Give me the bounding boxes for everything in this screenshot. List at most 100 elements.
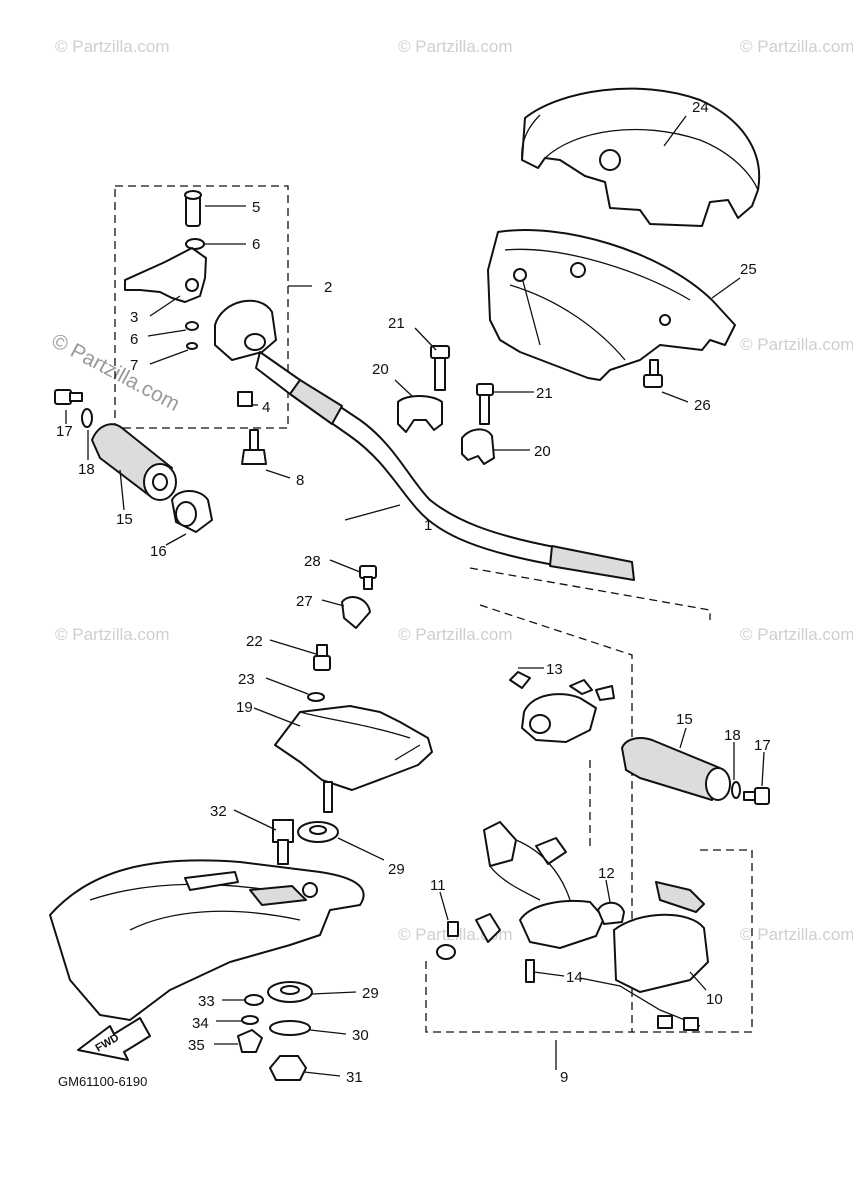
watermark-text: © Partzilla.com	[740, 625, 853, 644]
end-bolt-17-right	[743, 787, 770, 805]
callout: 7	[130, 357, 138, 374]
callout-numbers: 1 2 3 4 5 6 6 7 8 9 10 11 12 13 14 15 15…	[56, 99, 771, 1086]
upper-clamp-20a	[397, 395, 443, 433]
clip-27	[341, 596, 371, 629]
callout: 26	[694, 397, 711, 414]
callout: 3	[130, 309, 138, 326]
ring-7	[186, 342, 198, 350]
holder-slot	[394, 744, 421, 761]
callout: 1	[424, 517, 432, 534]
callout: 22	[246, 633, 263, 650]
watermark-text: © Partzilla.com	[740, 335, 853, 354]
callout: 2	[324, 279, 332, 296]
bolt-32	[272, 819, 294, 865]
nut-31	[269, 1055, 307, 1081]
callout: 28	[304, 553, 321, 570]
nut-35	[237, 1029, 263, 1053]
callout: 10	[706, 991, 723, 1008]
watermark-text: © Partzilla.com	[398, 37, 513, 56]
screw-11	[436, 921, 459, 960]
callout: 6	[130, 331, 138, 348]
lever-holder	[214, 299, 277, 361]
leader-lines	[65, 115, 765, 1077]
bolt-21a	[430, 345, 450, 391]
callout: 19	[236, 699, 253, 716]
callout: 20	[372, 361, 389, 378]
callout: 4	[262, 399, 270, 416]
watermark-text: © Partzilla.com	[740, 37, 853, 56]
callout: 27	[296, 593, 313, 610]
watermark-text: © Partzilla.com	[55, 37, 170, 56]
callout: 6	[252, 236, 260, 253]
callout: 11	[430, 877, 446, 894]
callout: 17	[56, 423, 73, 440]
callout: 29	[362, 985, 379, 1002]
callout: 12	[598, 865, 615, 882]
callout: 29	[388, 861, 405, 878]
callout: 15	[676, 711, 693, 728]
callout: 32	[210, 803, 227, 820]
grommet-29-upper	[297, 821, 339, 843]
watermark-text: © Partzilla.com	[55, 625, 170, 644]
callout: 21	[536, 385, 553, 402]
callout: 35	[188, 1037, 205, 1054]
washer-33	[244, 994, 264, 1006]
callout: 14	[566, 969, 583, 986]
watermark-text: © Partzilla.com	[398, 625, 513, 644]
washer-18-left	[81, 408, 93, 428]
bolt-8-shaft	[249, 429, 259, 451]
screw-28	[359, 565, 377, 590]
diagram-code: GM61100-6190	[58, 1074, 147, 1089]
upper-handlebar-cover	[521, 87, 761, 227]
callout: 16	[150, 543, 167, 560]
handlebar-1	[255, 351, 635, 581]
callout: 18	[724, 727, 741, 744]
callout: 23	[238, 671, 255, 688]
callout: 9	[560, 1069, 568, 1086]
nut-4	[237, 391, 253, 407]
grommet-29-lower	[267, 981, 313, 1003]
washer-30	[269, 1020, 311, 1036]
callout: 21	[388, 315, 405, 332]
callout: 31	[346, 1069, 363, 1086]
washer-6b	[185, 321, 199, 331]
switch-cover-10	[579, 881, 709, 1031]
callout: 17	[754, 737, 771, 754]
pivot-pin-5	[184, 190, 202, 227]
collar-16	[171, 490, 213, 533]
lever-pivot	[185, 278, 199, 292]
callout: 25	[740, 261, 757, 278]
callout: 8	[296, 472, 304, 489]
callout: 34	[192, 1015, 209, 1032]
fwd-arrow: FWD	[77, 1017, 151, 1061]
grip-15-right	[621, 737, 731, 801]
group-box-left-lever	[114, 185, 289, 429]
callout: 20	[534, 443, 551, 460]
lever-holder-bore	[244, 333, 266, 351]
callout: 33	[198, 993, 215, 1010]
ring-34	[241, 1015, 259, 1025]
bolt-8-head	[241, 449, 267, 465]
watermark-text: © Partzilla.com	[740, 925, 853, 944]
callout: 30	[352, 1027, 369, 1044]
washer-18-right	[731, 781, 741, 799]
lever-3	[124, 247, 207, 303]
cap-12	[597, 901, 625, 925]
callout: 5	[252, 199, 260, 216]
fitting-22	[313, 644, 331, 671]
lower-handlebar-cover	[487, 229, 736, 381]
handlebar-holder-19	[274, 705, 433, 791]
switch-assembly-9	[475, 821, 605, 949]
group-box-right-switch-extended	[589, 760, 753, 1033]
holder-edge	[299, 711, 411, 739]
bolt-21b	[476, 383, 494, 425]
holder-post-bolt	[323, 781, 333, 813]
callout: 18	[78, 461, 95, 478]
grip-15-left	[91, 423, 177, 501]
callout: 24	[692, 99, 709, 116]
upper-clamp-20b	[461, 428, 495, 465]
bolt-26	[643, 359, 663, 388]
washer-6	[185, 238, 205, 250]
